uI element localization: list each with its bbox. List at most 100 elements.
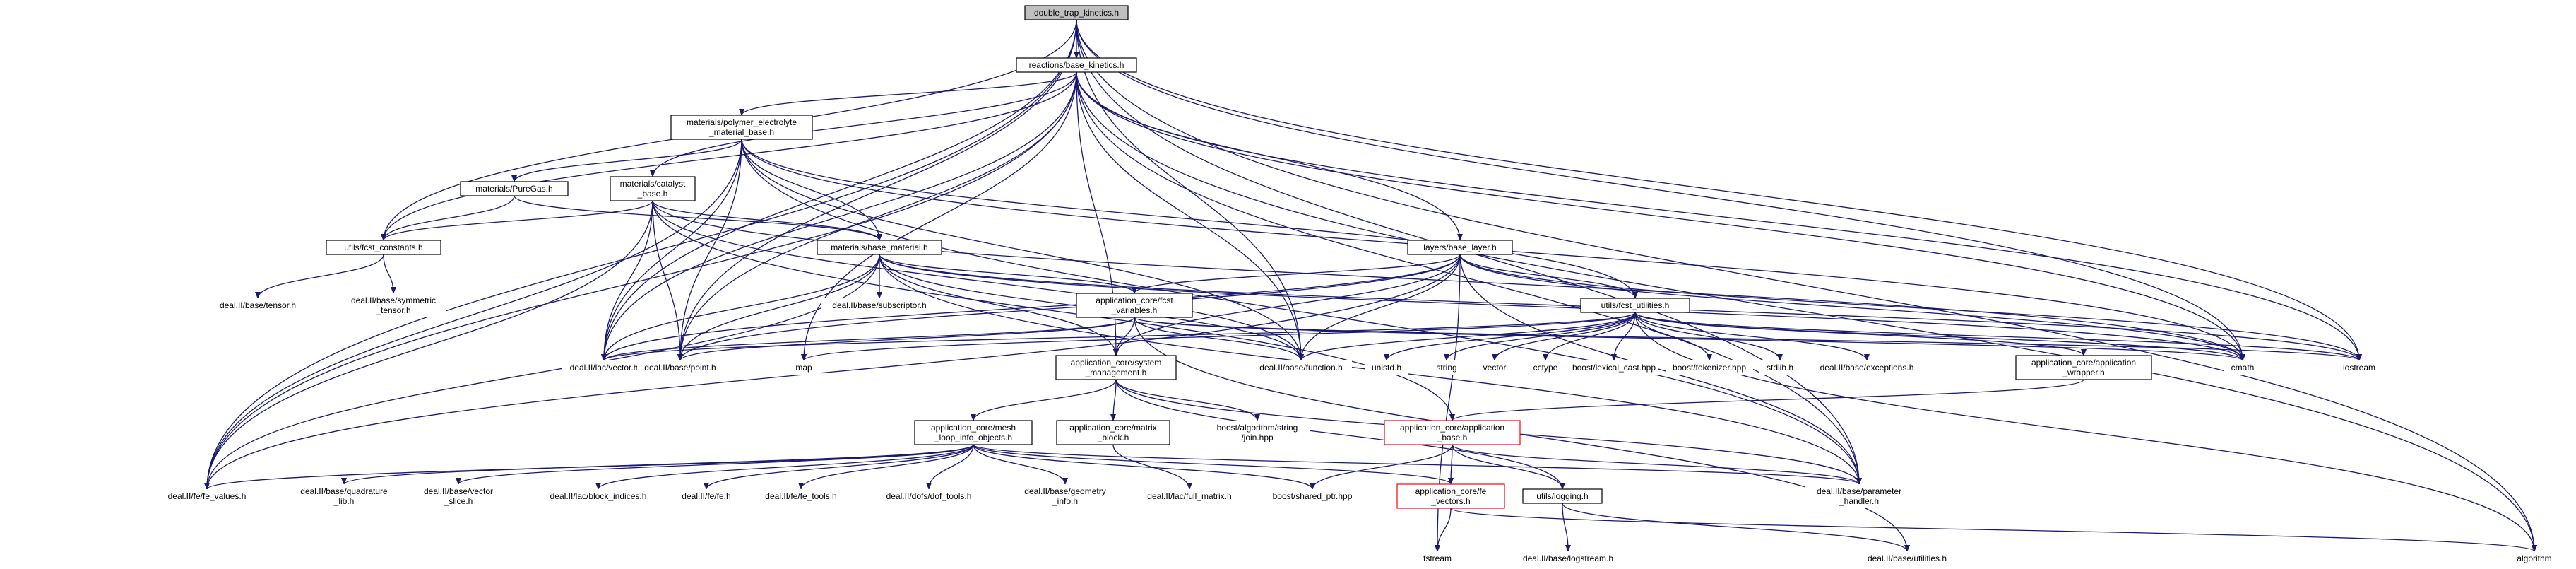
- node-logging[interactable]: utils/logging.h: [1522, 488, 1603, 504]
- node-box-base_layer: [1407, 240, 1513, 255]
- edge-system_management-to-string_join: [1115, 379, 1260, 421]
- node-label-shared_ptr-0: boost/shared_ptr.hpp: [1273, 491, 1353, 501]
- edge-catalyst_base-to-base_material: [652, 200, 882, 241]
- node-exceptions: deal.II/base/exceptions.h: [1814, 360, 1920, 375]
- edge-base_kinetics-to-function: [1076, 71, 1304, 361]
- node-box-mesh_loop_info: [914, 420, 1033, 445]
- edge-fcst_constants-to-tensor: [255, 254, 384, 299]
- node-tokenizer: boost/tokenizer.hpp: [1666, 360, 1753, 375]
- node-system_management[interactable]: application_core/system_management.h: [1055, 355, 1177, 380]
- edge-polymer_electrolyte-to-point: [677, 139, 742, 361]
- edge-polymer_electrolyte-to-function: [741, 139, 1304, 361]
- node-matrix_block[interactable]: application_core/matrix_block.h: [1056, 420, 1170, 445]
- edge-catalyst_base-to-fe_values: [204, 200, 653, 490]
- node-box-base_material: [817, 240, 942, 255]
- node-label-fcst_constants-0: utils/fcst_constants.h: [344, 242, 422, 252]
- node-pure_gas[interactable]: materials/PureGas.h: [460, 181, 569, 196]
- node-label-dof_tools-0: deal.II/dofs/dof_tools.h: [886, 491, 972, 501]
- node-label-lexical_cast-0: boost/lexical_cast.hpp: [1572, 363, 1656, 373]
- node-double_trap_kinetics[interactable]: double_trap_kinetics.h: [1024, 5, 1129, 20]
- node-logstream: deal.II/base/logstream.h: [1514, 551, 1622, 565]
- node-base_kinetics[interactable]: reactions/base_kinetics.h: [1016, 57, 1137, 73]
- edge-logging-to-utilities: [1562, 503, 1910, 552]
- node-label-fcst_utilities-0: utils/fcst_utilities.h: [1601, 300, 1670, 310]
- node-box-fcst_constants: [326, 240, 441, 255]
- edge-base_material-to-point: [677, 254, 880, 361]
- edge-polymer_electrolyte-to-lac_vector: [601, 139, 742, 361]
- node-mesh_loop_info[interactable]: application_core/mesh_loop_info_objects.…: [914, 420, 1033, 445]
- node-box-fe_tools: [755, 489, 847, 503]
- edge-base_kinetics-to-fcst_constants: [381, 71, 1077, 241]
- node-box-application_wrapper: [2015, 355, 2152, 380]
- node-label-geometry_info-0: deal.II/base/geometry: [1024, 486, 1105, 496]
- edge-catalyst_base-to-point: [652, 200, 683, 361]
- node-label-vector-0: vector: [1483, 363, 1507, 373]
- node-label-unistd-0: unistd.h: [1372, 363, 1401, 373]
- node-base_layer[interactable]: layers/base_layer.h: [1407, 240, 1513, 255]
- node-box-fstream: [1418, 551, 1456, 565]
- edge-catalyst_base-to-function: [652, 200, 1304, 361]
- edge-fcst_utilities-to-string: [1444, 312, 1636, 361]
- node-point: deal.II/base/point.h: [637, 360, 723, 375]
- edge-base_kinetics-to-map: [801, 71, 1077, 361]
- node-application_base[interactable]: application_core/application_base.h: [1384, 420, 1521, 445]
- node-label-tensor-0: deal.II/base/tensor.h: [220, 300, 296, 310]
- node-box-fcst_utilities: [1580, 298, 1690, 313]
- node-label-parameter_handler-0: deal.II/base/parameter: [1817, 486, 1901, 496]
- node-box-stdlib: [1759, 360, 1800, 375]
- node-symmetric_tensor: deal.II/base/symmetric_tensor.h: [340, 293, 446, 317]
- node-label-vector_slice-1: _slice.h: [444, 496, 473, 506]
- node-subscriptor: deal.II/base/subscriptor.h: [821, 298, 937, 312]
- node-utilities: deal.II/base/utilities.h: [1857, 551, 1957, 565]
- node-label-application_wrapper-1: _wrapper.h: [2062, 368, 2104, 377]
- node-box-exceptions: [1814, 360, 1920, 375]
- edge-system_management-to-logging: [1115, 379, 1565, 490]
- node-label-fcst_variables-1: _variables.h: [1111, 305, 1158, 315]
- node-parameter_handler: deal.II/base/parameter_handler.h: [1805, 484, 1913, 508]
- node-fstream: fstream: [1418, 551, 1456, 565]
- node-quadrature_lib: deal.II/base/quadrature_lib.h: [292, 484, 396, 508]
- node-label-symmetric_tensor-0: deal.II/base/symmetric: [351, 295, 436, 305]
- node-function: deal.II/base/function.h: [1250, 360, 1352, 375]
- node-box-algorithm: [2511, 551, 2558, 565]
- node-box-fe_vectors: [1396, 483, 1505, 509]
- node-stdlib: stdlib.h: [1759, 360, 1800, 375]
- edge-application_base-to-fe_vectors: [1448, 444, 1454, 485]
- node-label-full_matrix-0: deal.II/lac/full_matrix.h: [1147, 491, 1231, 501]
- edge-base_kinetics-to-cmath: [1076, 71, 2245, 361]
- node-label-base_layer-0: layers/base_layer.h: [1423, 242, 1496, 252]
- node-label-fstream-0: fstream: [1423, 553, 1452, 563]
- node-label-quadrature_lib-0: deal.II/base/quadrature: [300, 486, 388, 496]
- node-fe_vectors[interactable]: application_core/fe_vectors.h: [1396, 483, 1505, 509]
- edge-fcst_variables-to-cmath: [1134, 317, 2245, 361]
- node-fe_values: deal.II/fe/fe_values.h: [160, 489, 254, 503]
- node-fcst_utilities[interactable]: utils/fcst_utilities.h: [1580, 298, 1690, 313]
- node-fcst_constants[interactable]: utils/fcst_constants.h: [326, 240, 441, 255]
- node-label-fcst_variables-0: application_core/fcst: [1096, 295, 1173, 305]
- edge-base_layer-to-lac_vector: [601, 254, 1461, 361]
- node-label-lac_vector-0: deal.II/lac/vector.h: [570, 363, 639, 373]
- node-box-fcst_variables: [1076, 293, 1193, 318]
- node-box-matrix_block: [1056, 420, 1170, 445]
- node-label-subscriptor-0: deal.II/base/subscriptor.h: [832, 300, 926, 310]
- node-box-parameter_handler: [1805, 484, 1913, 508]
- edge-fcst_utilities-to-vector: [1492, 312, 1636, 361]
- node-base_material[interactable]: materials/base_material.h: [817, 240, 942, 255]
- node-fcst_variables[interactable]: application_core/fcst_variables.h: [1076, 293, 1193, 318]
- edge-system_management-to-mesh_loop_info: [971, 379, 1117, 421]
- node-application_wrapper[interactable]: application_core/application_wrapper.h: [2015, 355, 2152, 380]
- node-shared_ptr: boost/shared_ptr.hpp: [1265, 489, 1360, 503]
- edge-application_base-to-parameter_handler: [1452, 444, 1862, 485]
- edge-base_material-to-system_management: [879, 254, 1119, 356]
- node-map: map: [786, 360, 821, 375]
- edge-fcst_utilities-to-tokenizer: [1634, 312, 1712, 361]
- node-catalyst_base[interactable]: materials/catalyst_base.h: [610, 176, 696, 201]
- edge-fcst_utilities-to-algorithm: [1634, 312, 2537, 552]
- edge-pure_gas-to-fcst_constants: [381, 195, 515, 241]
- edge-application_wrapper-to-application_base: [1449, 379, 2084, 421]
- node-box-quadrature_lib: [292, 484, 396, 508]
- node-polymer_electrolyte[interactable]: materials/polymer_electrolyte_material_b…: [670, 115, 813, 140]
- node-label-function-0: deal.II/base/function.h: [1259, 363, 1342, 373]
- node-box-catalyst_base: [610, 176, 696, 201]
